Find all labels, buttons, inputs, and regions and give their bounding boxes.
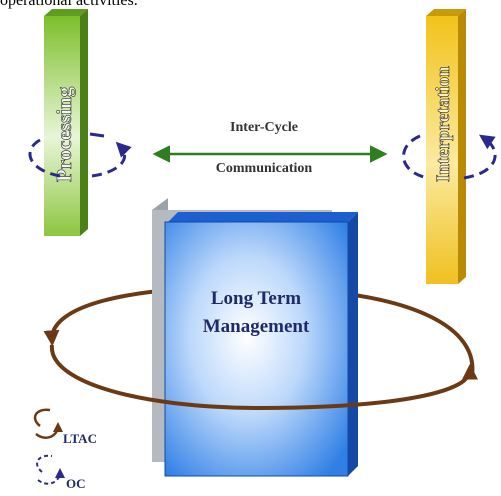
ltac-legend-label: LTAC [63, 431, 97, 446]
oc-legend-icon [36, 454, 65, 485]
legend: LTAC OC [33, 408, 97, 491]
interpretation-label: Interpretation [433, 66, 454, 182]
oc-legend-label: OC [66, 476, 86, 491]
ltac-legend-icon [33, 408, 63, 439]
box-title-line2: Management [203, 316, 310, 337]
caption-text: operational activities. [0, 0, 138, 9]
box-title-line1: Long Term [211, 288, 301, 309]
interpretation-pillar: Interpretation [426, 9, 466, 284]
ltac-loop-front [49, 344, 478, 411]
processing-pillar: Processing [44, 9, 88, 236]
communication-label: Communication [216, 161, 313, 176]
oc-loop-processing [28, 132, 132, 178]
long-term-management-box: Long Term Management [152, 198, 358, 477]
inter-cycle-label: Inter-Cycle [230, 120, 298, 135]
oc-loop-interpretation [402, 134, 497, 180]
processing-label: Processing [52, 86, 76, 182]
